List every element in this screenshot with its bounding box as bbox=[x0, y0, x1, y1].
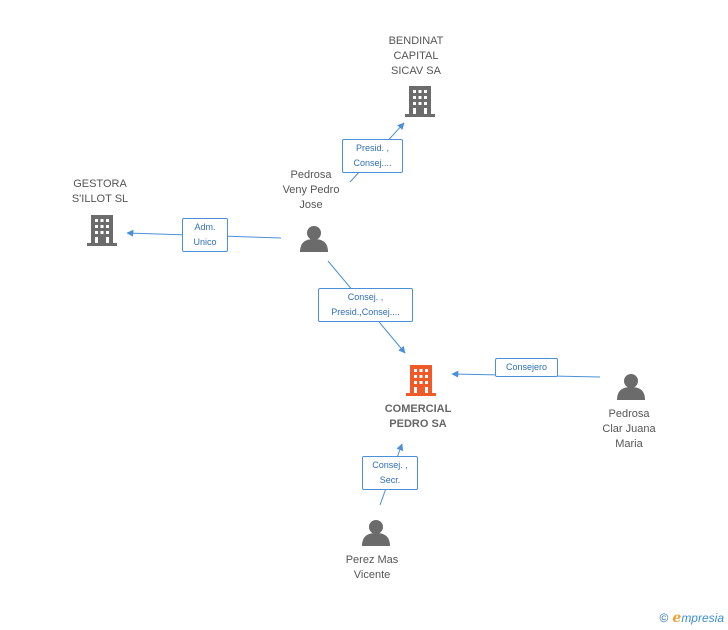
label-line: PEDRO SA bbox=[389, 418, 447, 430]
brand-name: mpresia bbox=[681, 611, 724, 625]
label-line: Vicente bbox=[353, 569, 391, 581]
person-label-pedrosa-clar[interactable]: Pedrosa Clar Juana Maria bbox=[589, 407, 669, 452]
company-label-bendinat[interactable]: BENDINAT CAPITAL SICAV SA bbox=[376, 34, 456, 79]
label-line: Consejero bbox=[505, 362, 548, 372]
person-icon bbox=[362, 520, 390, 546]
label-line: Consej.... bbox=[353, 158, 392, 168]
edge-label-perez-comercial[interactable]: Consej. , Secr. bbox=[362, 456, 418, 490]
label-line: BENDINAT bbox=[388, 35, 444, 47]
label-line: CAPITAL bbox=[393, 50, 439, 62]
edge-label-veny-bendinat[interactable]: Presid. , Consej.... bbox=[342, 139, 403, 173]
label-line: Veny Pedro bbox=[282, 184, 340, 196]
copyright-icon: © bbox=[659, 611, 669, 625]
label-line: Pedrosa bbox=[608, 408, 650, 420]
company-label-comercial[interactable]: COMERCIAL PEDRO SA bbox=[368, 402, 468, 432]
edge-label-veny-gestora[interactable]: Adm. Unico bbox=[182, 218, 228, 252]
person-label-perez-mas[interactable]: Perez Mas Vicente bbox=[332, 553, 412, 583]
label-line: Secr. bbox=[379, 475, 401, 485]
building-icon bbox=[406, 365, 436, 396]
label-line: S'ILLOT SL bbox=[71, 193, 129, 205]
person-label-pedrosa-veny[interactable]: Pedrosa Veny Pedro Jose bbox=[271, 168, 351, 213]
building-icon bbox=[405, 86, 435, 117]
edge-label-veny-comercial[interactable]: Consej. , Presid.,Consej.... bbox=[318, 288, 413, 322]
label-line: Consej. , bbox=[372, 460, 408, 470]
label-line: GESTORA bbox=[73, 178, 127, 190]
brand-initial: e bbox=[672, 610, 682, 626]
empresia-watermark: ©empresia bbox=[660, 610, 724, 626]
label-line: Adm. bbox=[194, 222, 216, 232]
label-line: Unico bbox=[193, 237, 217, 247]
person-icon bbox=[300, 226, 328, 252]
label-line: Maria bbox=[615, 438, 643, 450]
label-line: Presid.,Consej.... bbox=[331, 307, 400, 317]
building-icon bbox=[87, 215, 117, 246]
label-line: Jose bbox=[299, 199, 323, 211]
label-line: Consej. , bbox=[347, 292, 384, 302]
label-line: Presid. , bbox=[355, 143, 389, 153]
edge-label-clar-comercial[interactable]: Consejero bbox=[495, 358, 558, 377]
label-line: Perez Mas bbox=[345, 554, 399, 566]
company-label-gestora[interactable]: GESTORA S'ILLOT SL bbox=[55, 177, 145, 207]
person-icon bbox=[617, 374, 645, 400]
label-line: COMERCIAL bbox=[384, 403, 452, 415]
label-line: Clar Juana bbox=[602, 423, 656, 435]
label-line: SICAV SA bbox=[391, 65, 441, 77]
label-line: Pedrosa bbox=[290, 169, 332, 181]
